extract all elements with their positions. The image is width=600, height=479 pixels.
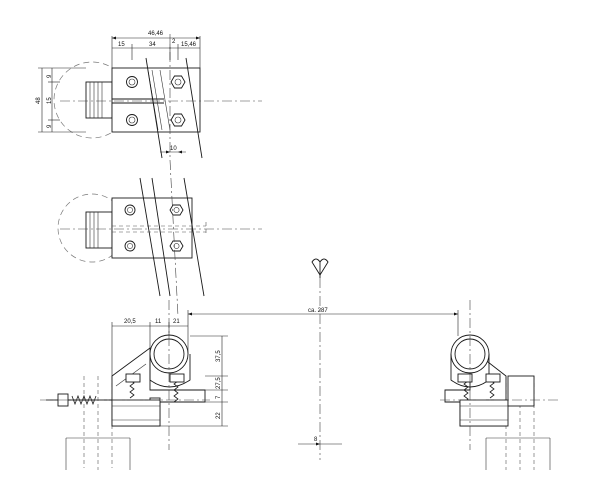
symmetry-marker [311, 258, 329, 276]
dim-offset: 8 [314, 437, 318, 443]
dim-h-mid: 27,5 [216, 377, 222, 389]
dim-seg-mid: 34 [149, 42, 156, 48]
nut [457, 373, 473, 383]
dim-seg-left: 15 [118, 42, 125, 48]
front-view-right [440, 300, 560, 470]
dim-seg-b: 11 [155, 319, 162, 325]
bolt-hole [126, 76, 138, 88]
bolt-hole [124, 204, 136, 216]
dim-seg-small: 2 [172, 39, 176, 45]
hex-nut [169, 240, 184, 252]
center-axis: 8 [298, 258, 342, 460]
nut [169, 373, 185, 383]
front-view-left: 20,5 11 21 ca. 287 37,5 27,5 7 22 [40, 300, 458, 470]
dim-span: ca. 287 [308, 308, 328, 314]
centerline [169, 159, 179, 317]
dim-height-top: 9 [47, 74, 53, 78]
hex-nut [170, 113, 186, 127]
dim-seg-a: 20,5 [124, 319, 136, 325]
clamp-block [507, 375, 535, 407]
angled-edge [145, 57, 163, 159]
lower-jaw [111, 399, 161, 427]
middle-view [57, 159, 262, 317]
dim-seg-c: 21 [173, 319, 180, 325]
hex-nut [170, 75, 186, 89]
dim-overall-width: 46,46 [148, 31, 164, 37]
dim-h-small: 7 [216, 395, 222, 399]
nut [125, 373, 141, 383]
bolt-hole [124, 240, 136, 252]
rod-stub [85, 81, 113, 119]
bolt-hole [126, 114, 138, 126]
dim-seg-right: 15,46 [181, 42, 197, 48]
spring [129, 379, 135, 399]
nut [485, 373, 501, 383]
dim-angle: 10 [170, 146, 177, 152]
spring [489, 379, 495, 399]
dim-height-mid: 15 [47, 97, 53, 104]
dim-height-bot: 9 [47, 124, 53, 128]
rod-stub [85, 211, 113, 249]
dim-h-tube: 37,5 [216, 350, 222, 362]
dim-h-bot: 22 [216, 412, 222, 419]
angled-edge [185, 57, 203, 159]
top-view: 46,46 15 34 2 15,46 48 9 15 9 10 [36, 31, 262, 160]
lower-jaw [459, 399, 509, 427]
dim-height-total: 48 [36, 97, 42, 104]
